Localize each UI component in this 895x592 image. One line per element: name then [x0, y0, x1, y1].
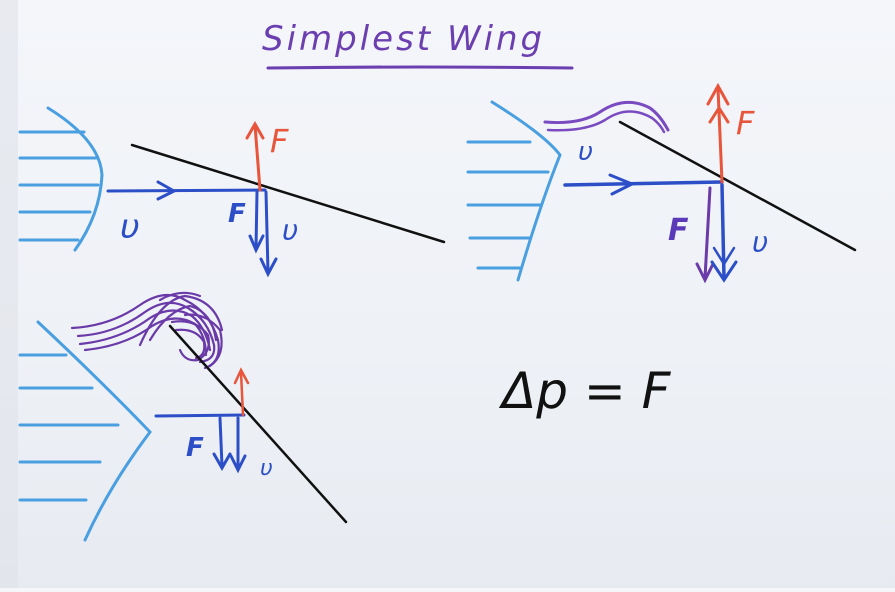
- force-up-label: F: [270, 122, 289, 160]
- velocity-down-arrowhead: [710, 260, 738, 283]
- velocity-in-arrow: [563, 180, 724, 187]
- force-up-arrowhead: [245, 120, 265, 140]
- vortex-turbulence: [70, 291, 224, 370]
- force-down-arrowhead: [248, 234, 265, 254]
- force-down-arrow: [703, 186, 712, 280]
- velocity-in-arrow: [154, 413, 246, 418]
- velocity-down-label: υ: [260, 456, 273, 481]
- diagram-steep-stall: F υ: [18, 291, 348, 542]
- page-title: Simplest Wing: [262, 19, 545, 59]
- force-up-arrow: [253, 123, 262, 192]
- diagram-tilted-flow: υ F F υ: [466, 82, 857, 284]
- flow-streamlines: [18, 130, 100, 242]
- diagram-flat-flow: υ F F υ: [18, 106, 446, 278]
- velocity-in-arrowhead: [156, 180, 178, 201]
- velocity-down-arrowhead: [259, 257, 278, 278]
- flow-streamlines: [18, 353, 120, 502]
- separated-flow-lines: [543, 100, 670, 132]
- flow-profile-curve: [36, 320, 152, 542]
- force-up-arrowhead-2: [708, 105, 730, 124]
- force-up-arrowhead: [233, 367, 250, 385]
- velocity-down-arrowhead-2: [712, 246, 736, 267]
- force-down-arrow: [254, 190, 259, 250]
- force-down-label: F: [228, 199, 246, 229]
- board-edge: [0, 0, 18, 588]
- velocity-top-label: υ: [578, 137, 593, 167]
- velocity-down-arrow: [264, 190, 270, 274]
- force-up-arrow: [239, 370, 245, 417]
- wing-line: [130, 143, 446, 244]
- separated-flow-lines: [546, 110, 666, 134]
- velocity-in-label: υ: [120, 207, 140, 247]
- wing-line: [168, 324, 348, 524]
- title-underline: [266, 65, 574, 70]
- force-down-arrow: [218, 416, 224, 468]
- velocity-down-label: υ: [752, 226, 768, 259]
- force-down-arrowhead: [695, 262, 715, 284]
- flow-profile-curve: [46, 106, 104, 252]
- force-up-label: F: [736, 104, 755, 142]
- force-down-label: F: [668, 213, 689, 248]
- force-up-arrowhead: [706, 82, 730, 106]
- force-up-arrow: [716, 86, 724, 184]
- flow-streamlines: [466, 140, 550, 270]
- force-down-arrowhead: [212, 452, 232, 472]
- velocity-down-label: υ: [282, 214, 298, 247]
- flow-profile-curve: [490, 100, 562, 282]
- velocity-in-arrow: [106, 188, 267, 193]
- momentum-equation: Δp = F: [498, 362, 672, 420]
- velocity-in-arrowhead: [608, 173, 636, 196]
- force-down-label: F: [186, 433, 204, 463]
- velocity-down-arrowhead: [229, 454, 247, 474]
- wing-line: [618, 120, 857, 252]
